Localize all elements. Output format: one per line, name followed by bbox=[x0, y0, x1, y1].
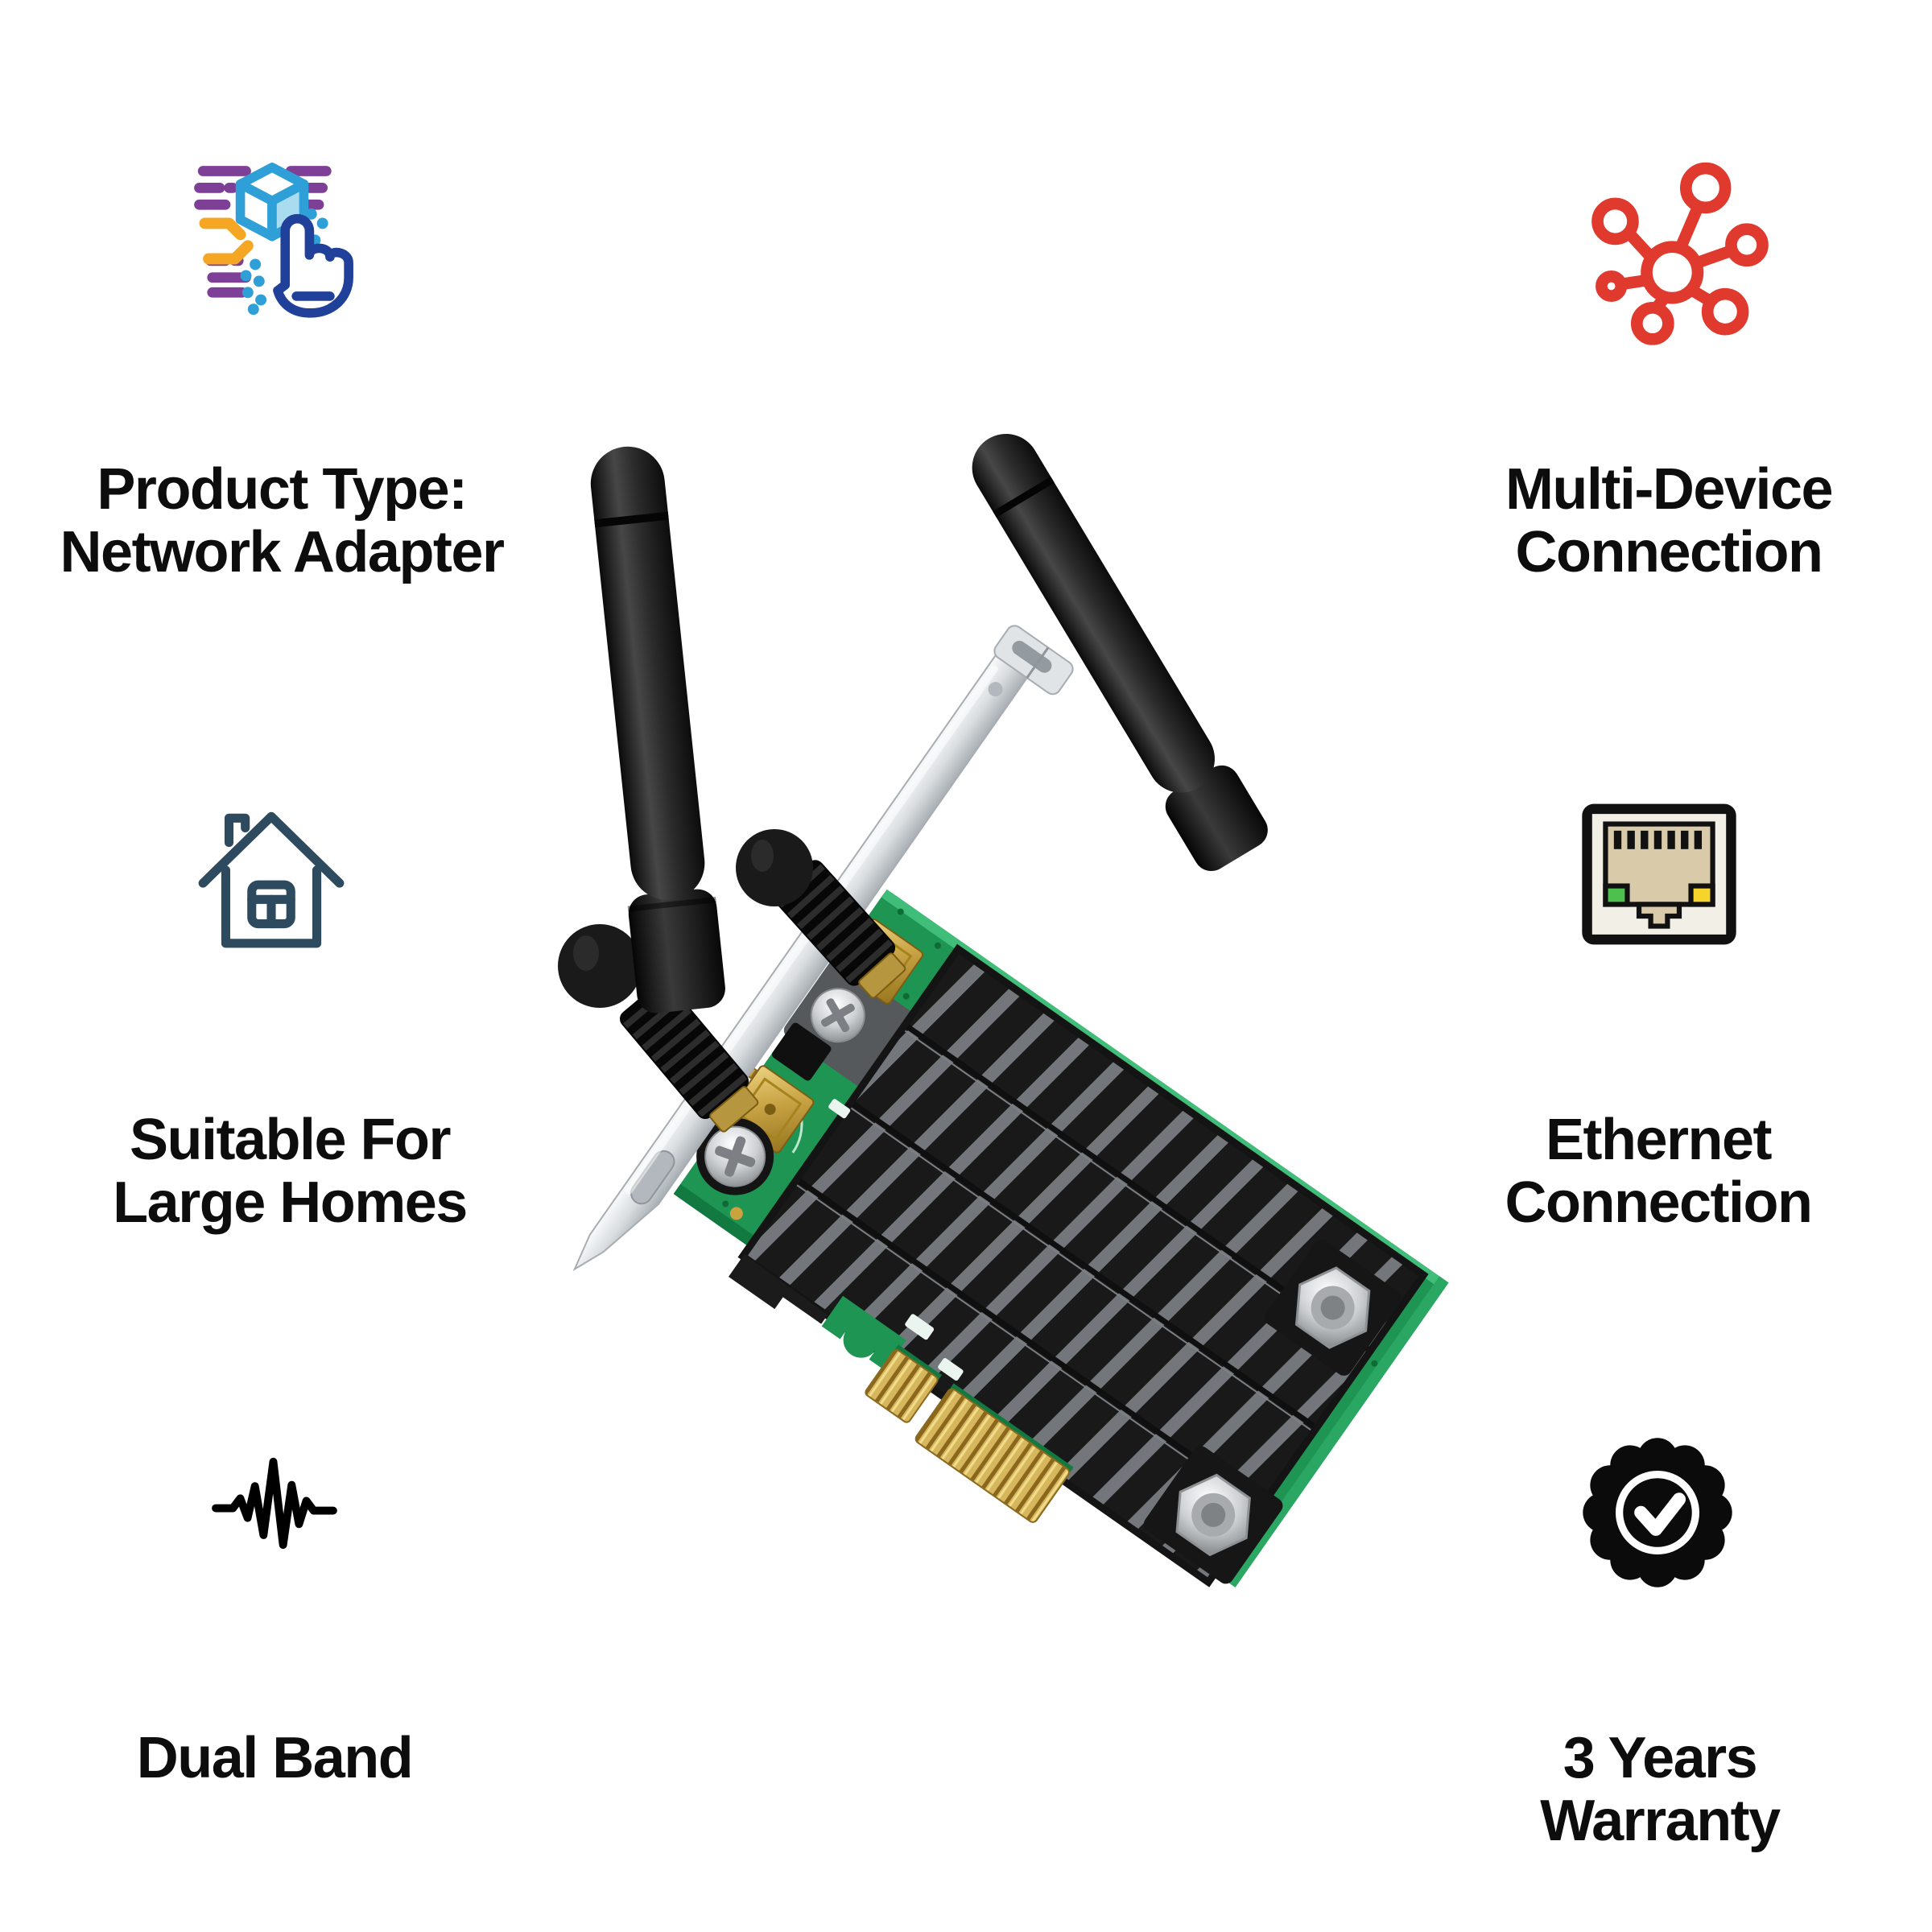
network-hub-icon bbox=[1579, 155, 1781, 351]
antenna-left bbox=[558, 446, 759, 1133]
feature-label-dual-band: Dual Band bbox=[136, 1726, 414, 1790]
antenna-nut bbox=[619, 980, 759, 1133]
pcie-card bbox=[673, 889, 1449, 1587]
antenna-right bbox=[736, 434, 1268, 999]
ethernet-port-icon bbox=[1571, 791, 1747, 958]
hex-standoff bbox=[1175, 1266, 1371, 1557]
product-select-icon bbox=[179, 145, 365, 332]
feature-label-multi-device: Multi-Device Connection bbox=[1505, 457, 1834, 584]
pcie-edge-connector bbox=[821, 1295, 1074, 1523]
feature-label-ethernet: Ethernet Connection bbox=[1505, 1108, 1813, 1235]
mounting-screw bbox=[696, 988, 865, 1220]
component-chip bbox=[772, 1022, 832, 1081]
warranty-badge-icon bbox=[1575, 1430, 1740, 1596]
house-icon bbox=[190, 792, 353, 958]
waveform-icon bbox=[177, 1446, 372, 1568]
feature-label-large-homes: Suitable For Large Homes bbox=[113, 1108, 468, 1235]
silkscreen-marks bbox=[828, 1099, 964, 1381]
feature-label-warranty: 3 Years Warranty bbox=[1540, 1726, 1781, 1853]
feature-label-product-type: Product Type: Network Adapter bbox=[60, 457, 505, 584]
heatsink bbox=[729, 943, 1429, 1587]
